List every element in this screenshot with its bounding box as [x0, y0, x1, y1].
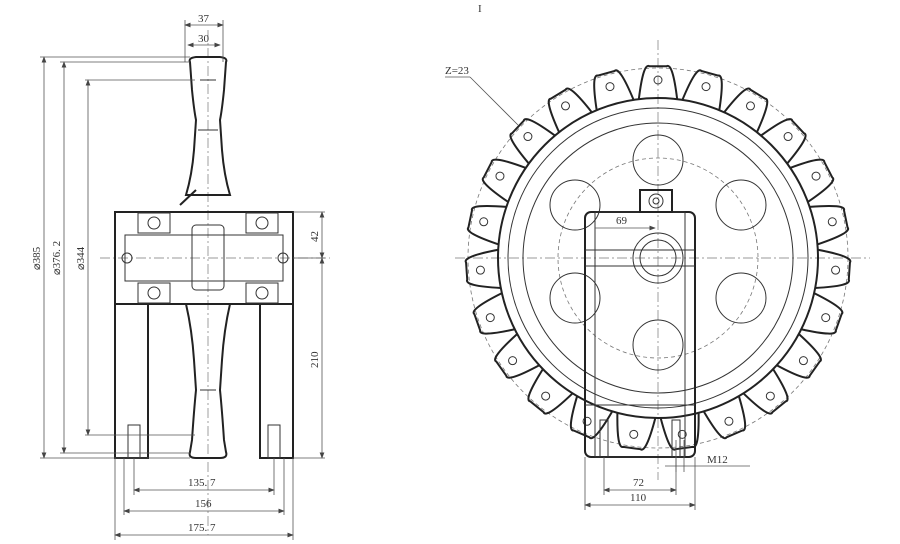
tooth-hole [798, 356, 808, 366]
sprocket-tooth [547, 87, 593, 133]
sprocket-tooth [637, 64, 679, 100]
dim-width-outer: 175. 7 [188, 522, 216, 534]
tooth-hole [523, 132, 533, 142]
dim-base-height: 210 [309, 351, 321, 368]
tooth-hole [821, 313, 831, 323]
tooth-hole [605, 82, 615, 92]
bearing-top-left [137, 212, 171, 234]
tooth-hole [582, 416, 592, 426]
tooth-hole [485, 313, 495, 323]
tooth-hole [561, 101, 571, 111]
tooth-hole [811, 171, 821, 181]
tooth-hole [541, 391, 551, 401]
tooth-hole [508, 356, 518, 366]
sprocket-tooth [593, 69, 635, 111]
tooth-hole [475, 265, 485, 275]
title-mark: I [478, 3, 482, 15]
sprocket-tooth [815, 248, 852, 289]
sprocket-tooth [760, 118, 807, 165]
tooth-hole [701, 82, 711, 92]
sprocket-tooth [472, 292, 515, 335]
tooth-hole [495, 171, 505, 181]
sprocket-tooth [464, 248, 501, 289]
tooth-hole [831, 265, 841, 275]
tooth-hole [783, 132, 793, 142]
side-view: ⌀385 ⌀376. 2 ⌀344 37 30 42 210 135. 7 15… [31, 13, 330, 540]
sprocket-teeth [464, 64, 852, 451]
tooth-hole [745, 101, 755, 111]
label-thread: M12 [707, 454, 728, 466]
front-view: 69 Z=23 M12 72 110 [445, 40, 870, 510]
tooth-hole [479, 217, 489, 227]
tooth-hole [629, 429, 639, 439]
sprocket-tooth [702, 395, 747, 440]
bearing-top-right [245, 212, 279, 234]
dim-width-mid: 156 [195, 498, 212, 510]
dim-dia-outer: ⌀385 [31, 246, 43, 270]
dim-bore: 69 [616, 215, 628, 227]
dim-top-width-outer: 37 [198, 13, 210, 25]
dim-top-width-inner: 30 [198, 33, 210, 45]
sprocket-tooth [789, 158, 835, 203]
dim-front-width-outer: 110 [630, 492, 647, 504]
bearing-bottom-right [245, 282, 279, 304]
sprocket-tooth [466, 204, 507, 246]
tooth-hole [724, 416, 734, 426]
sprocket-tooth [616, 412, 657, 451]
dim-width-inner: 135. 7 [188, 477, 216, 489]
sprocket-tooth [527, 368, 574, 415]
tooth-hole [827, 217, 837, 227]
sprocket-tooth [723, 87, 769, 133]
sprocket-tooth [481, 158, 527, 203]
tooth-hole [677, 429, 687, 439]
dim-dia-pitch: ⌀376. 2 [51, 241, 63, 275]
bearing-bottom-left [137, 282, 171, 304]
tooth-hole [653, 75, 663, 85]
sprocket-tooth [569, 395, 614, 440]
sprocket-tooth [509, 118, 556, 165]
dim-front-width-inner: 72 [633, 477, 644, 489]
sprocket-tooth [681, 69, 723, 111]
sprocket-tooth [809, 204, 850, 246]
label-teeth-count: Z=23 [445, 65, 469, 77]
dim-hub-height: 42 [309, 231, 321, 242]
sprocket-tooth [776, 333, 822, 379]
sprocket-tooth [494, 333, 540, 379]
dim-dia-root: ⌀344 [75, 246, 87, 270]
sprocket-tooth [801, 292, 844, 335]
tooth-hole [765, 391, 775, 401]
sprocket-tooth [742, 368, 789, 415]
